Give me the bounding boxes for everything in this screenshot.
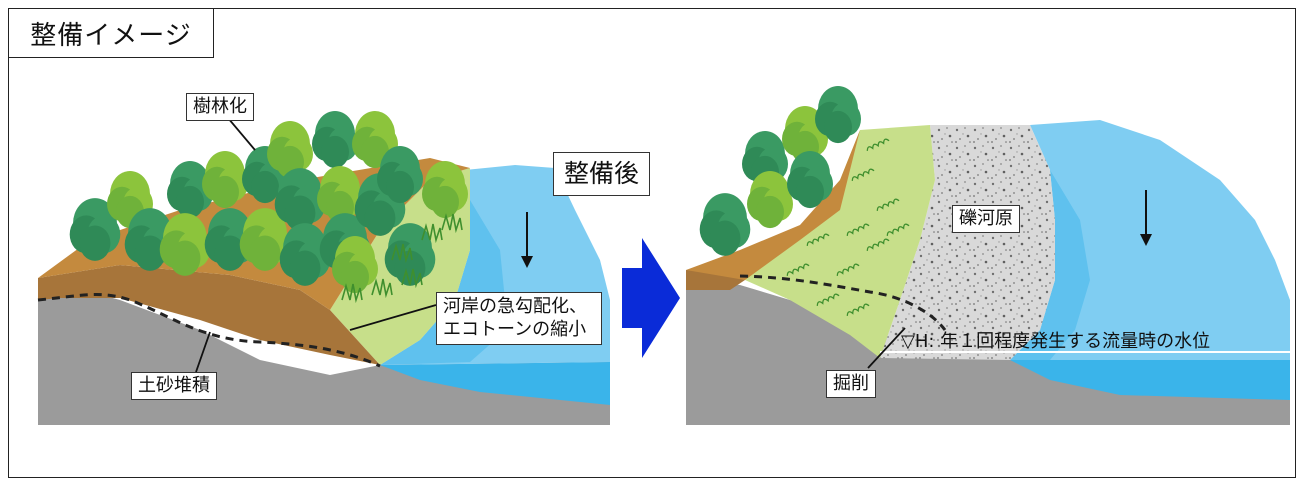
after-original-bank-line [739,274,947,331]
after-grass-marks [786,138,910,316]
tree-icon [332,236,378,294]
label-gravel-bar: 礫河原 [952,205,1020,233]
grass-mark-icon [806,233,830,246]
label-excavation: 掘削 [826,370,876,398]
forestation-pointer [227,117,256,151]
tree-icon [202,151,248,209]
grass-mark-icon [851,168,875,181]
before-sediment-deposit [38,265,380,365]
grass-tuft-icon [371,278,393,299]
before-trees [69,111,468,294]
grass-mark-icon [846,303,870,316]
after-scene [686,86,1290,425]
grass-mark-icon [866,138,890,151]
grass-mark-icon [866,238,890,251]
tree-icon [815,86,861,144]
grass-mark-icon [876,198,900,211]
label-bank-line2: エコトーンの縮小 [443,319,587,341]
transition-arrow [622,238,680,358]
before-water-dark [380,362,610,405]
tree-icon [159,213,211,276]
tree-icon [377,146,423,204]
after-soil-edge [686,270,745,290]
tree-icon [782,106,828,164]
tree-icon [787,151,833,209]
grass-mark-icon [786,263,810,276]
after-grass [745,125,935,358]
label-after: 整備後 [553,152,651,196]
before-original-bank-line [37,293,381,368]
grass-tuft-icon [391,243,413,264]
label-sediment: 土砂堆積 [131,372,217,400]
tree-icon [267,121,313,179]
before-scene [37,111,610,425]
after-trees [699,86,861,256]
before-grass-tufts [341,213,463,304]
grass-tuft-icon [421,223,443,244]
sediment-pointer [195,331,211,373]
tree-icon [422,161,468,219]
grass-tuft-icon [441,213,463,234]
grass-mark-icon [846,223,870,236]
tree-icon [699,193,751,256]
label-water-level: ▽H: 年１回程度発生する流量時の水位 [901,331,1211,352]
tree-icon [274,168,326,231]
grass-mark-icon [816,293,840,306]
bank-pointer [349,304,437,331]
after-plateau [686,130,860,280]
grass-mark-icon [886,223,910,236]
label-forestation: 樹林化 [186,93,254,121]
tree-icon [239,208,291,271]
excavation-pointer [867,327,906,369]
grass-tuft-icon [401,268,423,289]
tree-icon [69,198,121,261]
diagram-title: 整備イメージ [8,8,214,58]
tree-icon [747,171,793,229]
after-water-mid [1010,170,1090,360]
after-gravel-bar [880,125,1055,360]
after-water-dark [1010,360,1290,400]
grass-mark-icon [836,263,860,276]
label-bank-line1: 河岸の急勾配化、 [443,296,587,317]
grass-tuft-icon [341,283,363,304]
tree-icon [312,111,358,169]
label-bank-steepening: 河岸の急勾配化、 エコトーンの縮小 [436,292,602,345]
